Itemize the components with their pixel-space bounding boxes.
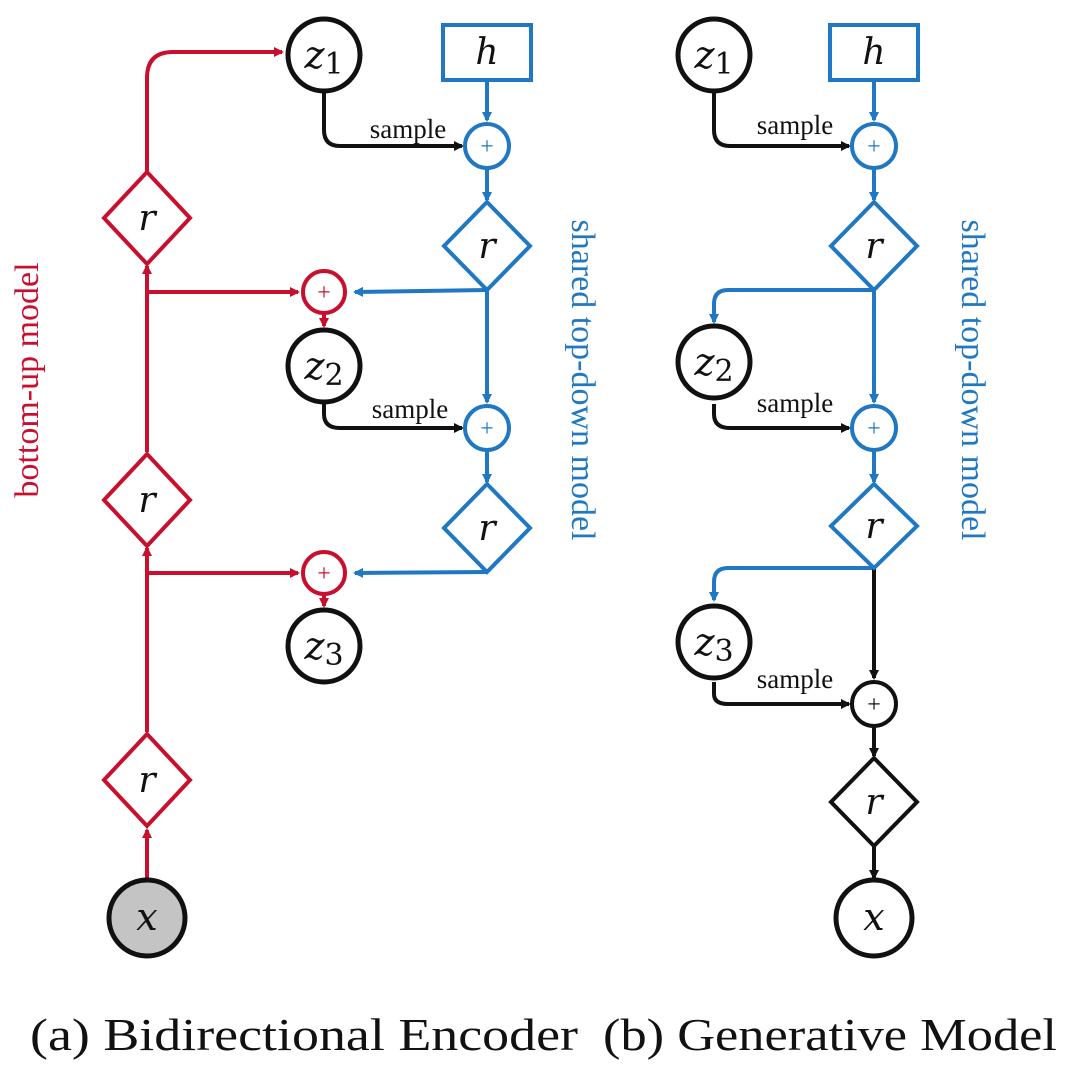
latent-node-z2: z2 bbox=[285, 327, 363, 405]
edge-r-to-z3 bbox=[709, 566, 874, 602]
latent-node-z2: z2 bbox=[675, 323, 753, 401]
edge-r-to-plus3-red bbox=[353, 567, 488, 578]
bottom-up-r-block: r bbox=[101, 169, 193, 267]
edge-r-to-z2 bbox=[709, 288, 874, 324]
bottom-up-r-block: r bbox=[101, 451, 193, 549]
plus-icon: + bbox=[317, 280, 331, 306]
subscript: 2 bbox=[324, 358, 343, 393]
z-label: z bbox=[303, 344, 325, 388]
sample-edges-a bbox=[322, 93, 464, 433]
plus-node-red: + bbox=[301, 269, 347, 315]
sample-label: sample bbox=[757, 110, 833, 140]
r-label: r bbox=[138, 198, 157, 239]
plus-node-blue: + bbox=[463, 404, 511, 452]
subscript: 3 bbox=[324, 638, 343, 673]
plus-node-blue: + bbox=[850, 404, 898, 452]
latent-node-z3: z3 bbox=[675, 603, 753, 681]
sample-label: sample bbox=[372, 394, 448, 424]
sample-label: sample bbox=[757, 664, 833, 694]
r-label: r bbox=[138, 760, 157, 801]
subscript: 2 bbox=[714, 354, 733, 389]
plus-icon: + bbox=[867, 692, 881, 718]
latent-node-z1: z1 bbox=[675, 16, 753, 94]
plus-node-black: + bbox=[850, 680, 898, 728]
edge-z1-sample bbox=[712, 93, 851, 151]
edge-z2-sample bbox=[712, 404, 851, 433]
plus-icon: + bbox=[480, 134, 494, 160]
plus-icon: + bbox=[317, 561, 331, 587]
x-label: x bbox=[136, 895, 157, 939]
z-label: z bbox=[693, 340, 715, 384]
sample-label: sample bbox=[370, 114, 446, 144]
z-label: z bbox=[693, 33, 715, 77]
z-label: z bbox=[303, 33, 325, 77]
top-down-edges-a bbox=[353, 80, 492, 578]
output-node-x: x bbox=[833, 877, 915, 959]
plus-node-blue: + bbox=[850, 122, 898, 170]
bottom-up-r-block: r bbox=[101, 731, 193, 829]
svg-text:z2: z2 bbox=[693, 340, 733, 389]
subscript: 3 bbox=[714, 634, 733, 669]
top-down-r-block: r bbox=[441, 481, 533, 575]
panel-bidirectional-encoder: bottom-up model shared top-down model bbox=[9, 16, 601, 959]
edge-z1-sample bbox=[322, 93, 464, 151]
plus-node-red: + bbox=[301, 550, 347, 596]
top-down-edges-b bbox=[709, 80, 879, 602]
h-label: h bbox=[475, 32, 498, 73]
subscript: 1 bbox=[324, 47, 343, 82]
subscript: 1 bbox=[714, 47, 733, 82]
observed-node-x: x bbox=[106, 877, 188, 959]
r-label: r bbox=[478, 508, 497, 549]
panel-generative-model: shared top-down model sample sample samp… bbox=[675, 16, 991, 959]
svg-text:z2: z2 bbox=[303, 344, 343, 393]
sample-label: sample bbox=[757, 388, 833, 418]
svg-text:z1: z1 bbox=[303, 33, 343, 82]
plus-icon: + bbox=[480, 416, 494, 442]
edge-r-to-plus2-red bbox=[353, 286, 488, 297]
shared-top-down-label-b: shared top-down model bbox=[954, 219, 991, 540]
caption-b: (b) Generative Model bbox=[603, 1009, 1057, 1060]
svg-text:z3: z3 bbox=[303, 624, 343, 673]
top-down-r-block: r bbox=[828, 481, 920, 571]
latent-node-z3: z3 bbox=[285, 607, 363, 685]
plus-node-blue: + bbox=[463, 122, 511, 170]
r-label: r bbox=[478, 226, 497, 267]
bottom-up-edges bbox=[142, 47, 329, 878]
top-down-r-block: r bbox=[441, 199, 533, 293]
shared-top-down-label-a: shared top-down model bbox=[564, 219, 601, 540]
plus-icon: + bbox=[867, 134, 881, 160]
r-label: r bbox=[865, 782, 884, 823]
r-label: r bbox=[865, 506, 884, 547]
plus-icon: + bbox=[867, 416, 881, 442]
r-label: r bbox=[865, 226, 884, 267]
edge-r1-to-z1 bbox=[145, 47, 284, 172]
edge-z2-sample bbox=[322, 404, 464, 433]
h-input-box: h bbox=[828, 23, 920, 82]
svg-text:z3: z3 bbox=[693, 620, 733, 669]
top-down-r-block: r bbox=[828, 199, 920, 293]
generative-edges bbox=[712, 93, 879, 880]
edge-z3-sample bbox=[712, 682, 851, 709]
svg-text:z1: z1 bbox=[693, 33, 733, 82]
h-label: h bbox=[862, 32, 885, 73]
caption-a: (a) Bidirectional Encoder bbox=[30, 1009, 578, 1060]
bottom-up-model-label: bottom-up model bbox=[9, 262, 46, 497]
output-r-block: r bbox=[828, 755, 920, 849]
z-label: z bbox=[693, 620, 715, 664]
z-label: z bbox=[303, 624, 325, 668]
h-input-box: h bbox=[441, 23, 533, 82]
r-label: r bbox=[138, 480, 157, 521]
latent-node-z1: z1 bbox=[285, 16, 363, 94]
x-label: x bbox=[863, 895, 884, 939]
